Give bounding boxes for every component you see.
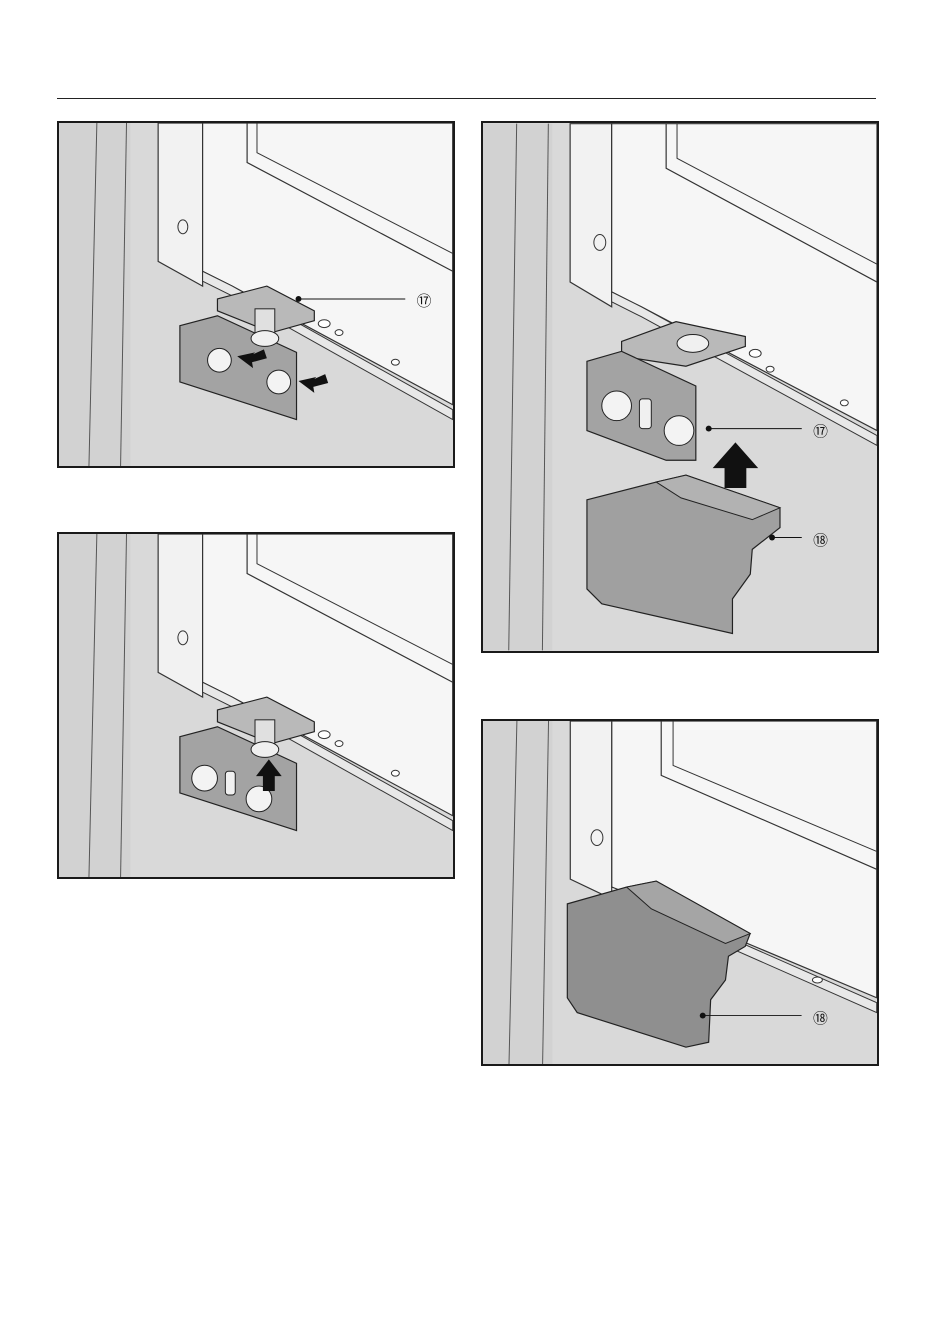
arrow-push-left-icon [299,374,329,393]
bracket-slot [225,771,235,795]
figure-4: ⑱ [481,719,879,1066]
screw-head [208,348,232,372]
figure-3: ⑰ ⑱ [481,121,879,653]
wall-strip [59,534,130,877]
wall-strip [59,123,130,466]
screw-head [664,416,694,446]
figure-2 [57,532,455,879]
mount-hole [840,400,848,406]
callout-18: ⑱ [813,1010,828,1027]
mount-hole [391,770,399,776]
wall-strip [483,124,552,651]
screw-head [677,335,709,353]
cabinet-side [570,721,612,899]
mount-hole [766,366,774,372]
bracket-slot [639,399,651,429]
mount-hole [335,741,343,747]
figure-2-illustration [59,534,453,877]
mount-hole [749,349,761,357]
screw-head [192,765,218,791]
callout-anchor [296,296,302,302]
header-rule [57,98,876,99]
mount-hole [318,731,330,739]
figure-1-illustration: ⑰ [59,123,453,466]
callout-17: ⑰ [417,293,432,310]
callout-18: ⑱ [813,532,828,549]
cabinet-side [570,124,612,307]
cabinet-side [158,534,202,697]
callout-anchor [706,426,712,432]
screw-head [251,331,279,347]
screw-head [267,370,291,394]
callout-anchor [700,1013,706,1019]
screw-head [602,391,632,421]
cabinet-side [158,123,202,286]
mount-hole [812,977,822,983]
wall-strip [483,721,552,1064]
figure-1: ⑰ [57,121,455,468]
callout-anchor [769,535,775,541]
callout-17: ⑰ [813,423,828,440]
figure-4-illustration: ⑱ [483,721,877,1064]
figure-3-illustration: ⑰ ⑱ [483,123,877,651]
hinge-bracket-plate [180,316,297,420]
mount-hole [335,330,343,336]
mount-hole [391,359,399,365]
screw-head [251,742,279,758]
mount-hole [318,320,330,328]
arrow-push-up-icon [713,442,759,488]
